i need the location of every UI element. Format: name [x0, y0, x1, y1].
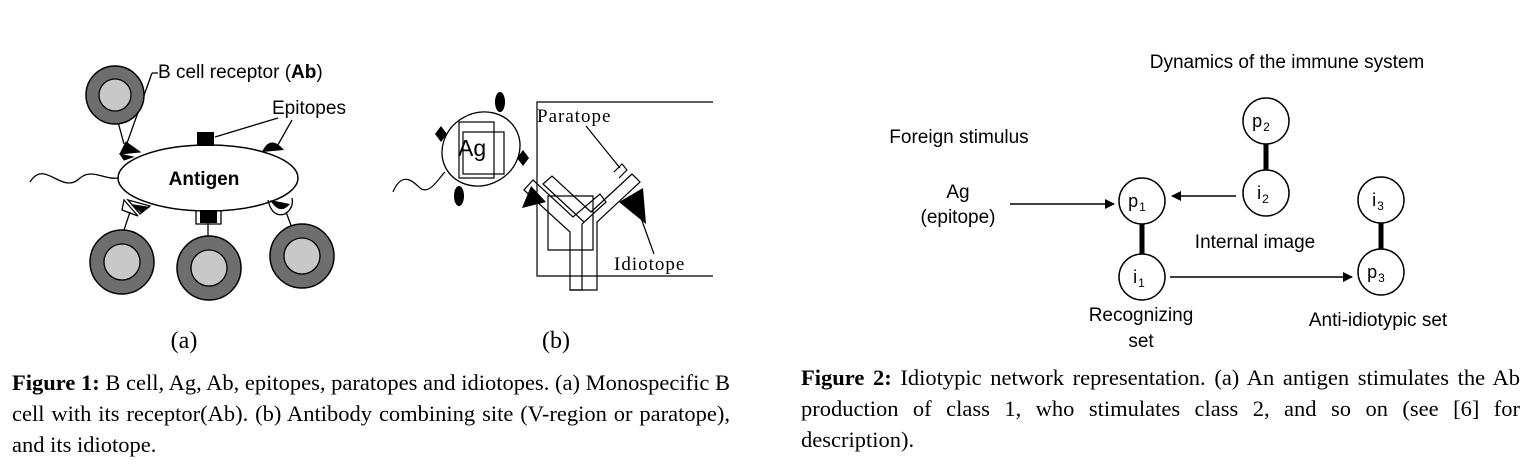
ag-square: [462, 131, 505, 175]
paratope-leader-line: [585, 125, 621, 169]
ag-label: Ag: [946, 182, 969, 203]
idiotope-triangle: [619, 188, 646, 224]
antibody-y: [542, 173, 641, 291]
epitopes-label: Epitopes: [272, 98, 346, 119]
frame: [536, 101, 713, 277]
antigen-tail: [392, 171, 446, 193]
epitope-square: [200, 210, 217, 223]
panel-a-sublabel: (a): [171, 328, 198, 354]
internal-image-label: Internal image: [1195, 232, 1315, 253]
recognizing-set-label: Recognizing: [1089, 305, 1194, 326]
panel-b-sublabel: (b): [542, 328, 570, 354]
epitope-label: (epitope): [921, 207, 996, 228]
b-cell: [269, 223, 335, 289]
anti-idiotypic-set-label: Anti-idiotypic set: [1309, 310, 1448, 331]
b-cell: [176, 235, 242, 301]
svg-text:p2: p2: [1252, 111, 1270, 134]
figure1-panel-b: Ag Paratope Idiotope (b): [392, 92, 713, 354]
figure2-caption: Figure 2: Idiotypic network representati…: [801, 362, 1520, 455]
figure1-caption-label: Figure 1:: [12, 370, 100, 395]
svg-text:i2: i2: [1257, 183, 1269, 206]
node-p1: p1: [1118, 177, 1166, 225]
foreign-stimulus-label: Foreign stimulus: [889, 127, 1028, 148]
paratope-label: Paratope: [537, 106, 611, 127]
epitope-dot: [454, 186, 464, 206]
receptor-shape: [195, 210, 222, 225]
epitope-round: [270, 200, 290, 210]
antibody-y: [523, 179, 607, 291]
epitope-diamond: [435, 126, 447, 142]
receptor-shape: [267, 197, 293, 216]
ag-label: Ag: [458, 135, 486, 161]
node-p2: p2: [1242, 97, 1290, 145]
figure1-caption-text: B cell, Ag, Ab, epitopes, paratopes and …: [12, 370, 730, 457]
paratope-notch: [613, 163, 628, 179]
idiotope-label: Idiotope: [614, 254, 685, 275]
receptor-shape: [118, 141, 142, 161]
b-cell: [85, 65, 145, 125]
ag-ellipse: [441, 111, 521, 187]
epitope-round: [262, 142, 284, 152]
node-i3: i3: [1357, 176, 1405, 224]
epitope-square: [197, 132, 214, 146]
node-i2: i2: [1242, 169, 1290, 217]
figure2-title: Dynamics of the immune system: [1150, 52, 1425, 73]
node-p3: p3: [1357, 248, 1405, 296]
svg-text:p3: p3: [1367, 262, 1385, 285]
recognizing-set-label-line2: set: [1128, 331, 1154, 352]
epitope-diamond: [517, 150, 529, 166]
epitope-leader-line: [214, 117, 279, 138]
svg-text:i3: i3: [1372, 190, 1384, 213]
epitope-dot: [495, 92, 505, 112]
receptor-shape: [131, 204, 150, 213]
figure2-caption-text: Idiotypic network representation. (a) An…: [801, 365, 1520, 452]
antigen-label: Antigen: [169, 169, 240, 190]
svg-text:i1: i1: [1133, 267, 1145, 290]
receptor-label: B cell receptor (Ab): [158, 62, 323, 83]
antigen-tail: [29, 173, 119, 184]
figure1-panel-a: B cell receptor (Ab) Epitopes Antigen (a…: [29, 62, 346, 354]
ag-square: [458, 121, 495, 179]
svg-text:p1: p1: [1128, 191, 1146, 214]
idiotope-leader-line: [640, 217, 655, 255]
node-i1: i1: [1118, 253, 1166, 301]
figure1-caption: Figure 1: B cell, Ag, Ab, epitopes, para…: [12, 367, 730, 460]
b-cell: [89, 229, 155, 295]
receptor-stalk: [117, 121, 125, 145]
figure2-caption-label: Figure 2:: [801, 365, 892, 390]
figure2-diagram: Dynamics of the immune system Foreign st…: [889, 52, 1448, 352]
idiotope-triangle: [522, 186, 546, 208]
antibody-y: [547, 195, 594, 251]
